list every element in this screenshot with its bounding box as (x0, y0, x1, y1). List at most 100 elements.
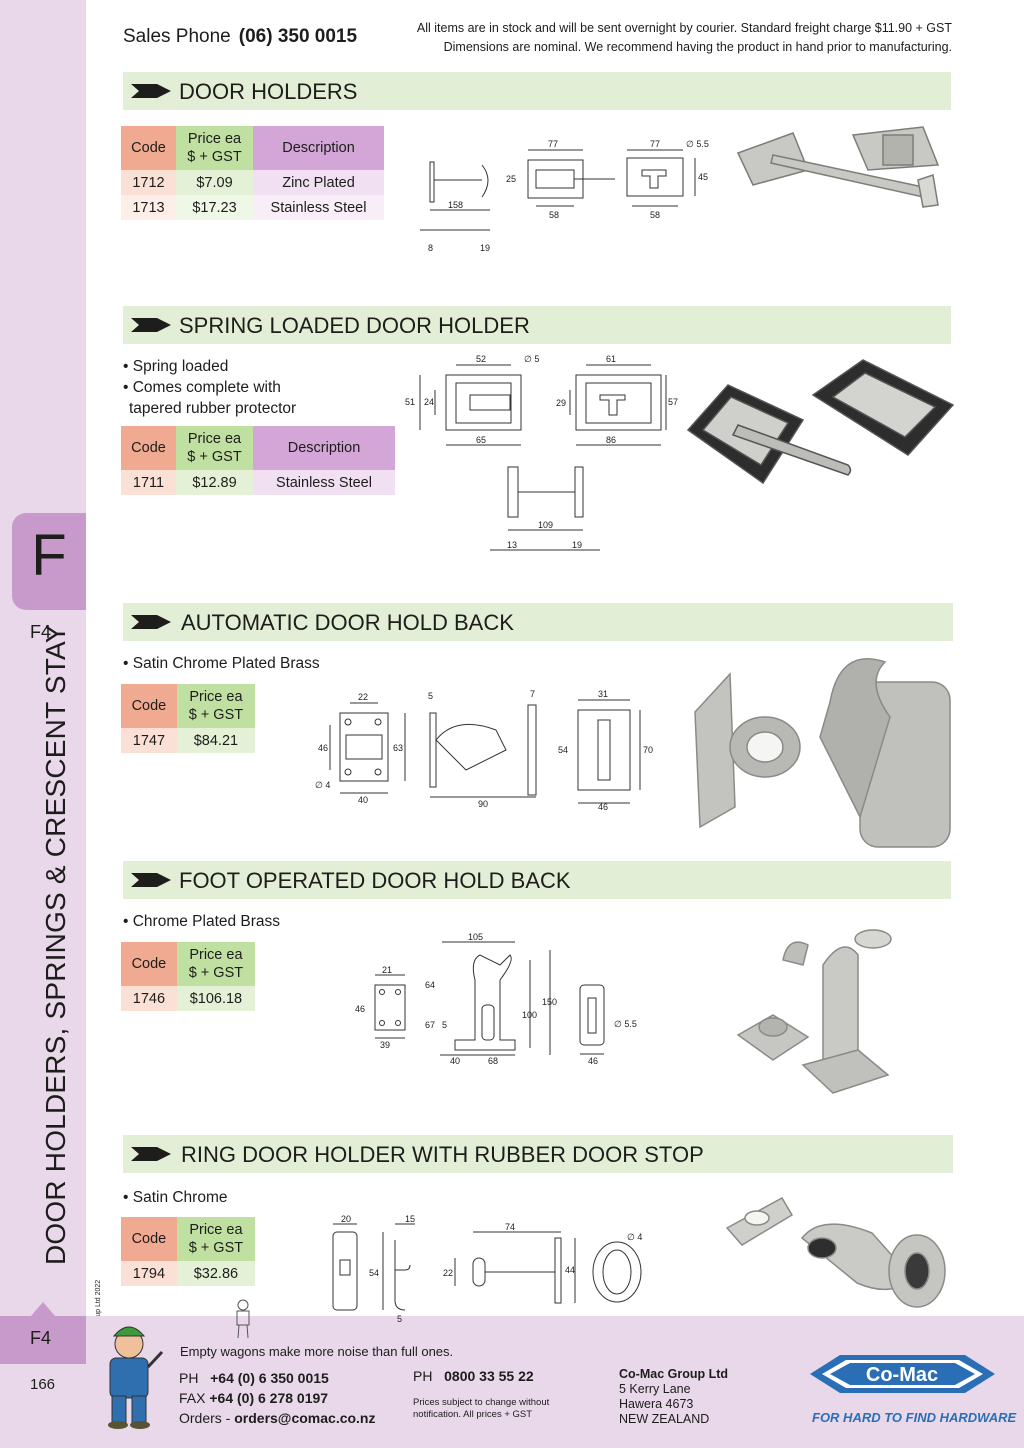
notice-line: All items are in stock and will be sent … (416, 21, 952, 35)
company-name: Co-Mac Group Ltd (619, 1367, 729, 1381)
company-address: Co-Mac Group Ltd 5 Kerry Lane Hawera 467… (619, 1367, 729, 1426)
ring-holder-dimension-drawing: 20 15 54 5 74 22 44 ∅ 4 (332, 1214, 642, 1324)
logo-text: Co-Mac (866, 1364, 938, 1386)
dim-label: 19 (572, 540, 582, 550)
dim-label: 8 (428, 243, 433, 253)
notice-line: Dimensions are nominal. We recommend hav… (443, 40, 952, 54)
col-description: Description (253, 426, 395, 470)
dim-label: 70 (643, 745, 653, 755)
col-price: Price ea$ + GST (176, 426, 253, 470)
dim-label: 46 (588, 1056, 598, 1066)
dim-label: 68 (488, 1056, 498, 1066)
dim-label: ∅ 4 (315, 780, 330, 790)
table-row: 1711 $12.89 Stainless Steel (121, 470, 395, 495)
price-table-foot-operated: Code Price ea$ + GST 1746 $106.18 (121, 942, 255, 1011)
col-price: Price ea$ + GST (176, 942, 255, 986)
arrow-icon (131, 615, 171, 629)
door-holder-dimension-drawing: 158 8 19 77 25 58 77 ∅ 5.5 45 58 (420, 139, 709, 253)
col-code: Code (121, 942, 177, 986)
dim-label: 109 (538, 520, 553, 530)
dim-label: 5 (442, 1020, 447, 1030)
dim-label: 158 (448, 200, 463, 210)
dim-label: 39 (380, 1040, 390, 1050)
dim-label: 58 (650, 210, 660, 220)
col-price: Price ea$ + GST (176, 126, 253, 170)
dim-label: 54 (369, 1268, 379, 1278)
dim-label: 40 (450, 1056, 460, 1066)
footer-section-code: F4 (30, 1328, 52, 1348)
dim-label: 44 (565, 1265, 575, 1275)
section-bar-spring-loaded: SPRING LOADED DOOR HOLDER (123, 306, 951, 344)
small-mascot-icon (236, 1299, 250, 1339)
spring-holder-product-photo (686, 359, 955, 485)
dim-label: 22 (358, 692, 368, 702)
bullet-item: • Satin Chrome Plated Brass (123, 655, 320, 672)
dim-label: 22 (443, 1268, 453, 1278)
price-table-spring-loaded: Code Price ea$ + GST Description 1711 $1… (121, 426, 395, 495)
bullet-item: • Satin Chrome (123, 1189, 228, 1206)
arrow-icon (131, 318, 171, 332)
arrow-icon (131, 84, 171, 98)
dim-label: 51 (405, 397, 415, 407)
dim-label: 61 (606, 354, 616, 364)
price-disclaimer: Prices subject to change without notific… (413, 1397, 550, 1420)
bullet-list: • Satin Chrome (123, 1187, 228, 1208)
table-row: 1712 $7.09 Zinc Plated (121, 170, 384, 195)
dim-label: 64 (425, 980, 435, 990)
dim-label: 46 (598, 802, 608, 812)
stock-notice: All items are in stock and will be sent … (417, 19, 952, 57)
section-bar-ring-holder: RING DOOR HOLDER WITH RUBBER DOOR STOP (123, 1135, 953, 1173)
col-description: Description (253, 126, 384, 170)
dim-label: 24 (424, 397, 434, 407)
dim-label: 7 (530, 689, 535, 699)
dim-label: 65 (476, 435, 486, 445)
dim-label: 57 (668, 397, 678, 407)
table-row: 1747 $84.21 (121, 728, 255, 753)
freephone-number[interactable]: 0800 33 55 22 (444, 1368, 534, 1384)
footer-tagline: Empty wagons make more noise than full o… (180, 1344, 454, 1359)
footer-contact: PH +64 (0) 6 350 0015 FAX +64 (0) 6 278 … (179, 1370, 376, 1426)
dim-label: 5 (397, 1314, 402, 1324)
automatic-product-photo (694, 658, 951, 848)
section-bar-foot-operated: FOOT OPERATED DOOR HOLD BACK (123, 861, 951, 899)
dim-label: 52 (476, 354, 486, 364)
sales-phone: Sales Phone (06) 350 0015 (123, 26, 357, 48)
dim-label: ∅ 4 (627, 1232, 642, 1242)
orders-email-link[interactable]: orders@comac.co.nz (234, 1410, 376, 1426)
sales-phone-label: Sales Phone (123, 26, 231, 47)
col-code: Code (121, 1217, 177, 1261)
dim-label: 46 (318, 743, 328, 753)
dim-label: ∅ 5.5 (614, 1019, 637, 1029)
dim-label: 20 (341, 1214, 351, 1224)
mascot-illustration (108, 1326, 164, 1429)
sidebar (0, 0, 86, 1448)
dim-label: 13 (507, 540, 517, 550)
arrow-icon (131, 873, 171, 887)
dim-label: 105 (468, 932, 483, 942)
dim-label: 150 (542, 997, 557, 1007)
dim-label: 21 (382, 965, 392, 975)
col-code: Code (121, 126, 176, 170)
bullet-item: • Spring loaded (123, 358, 229, 375)
col-code: Code (121, 426, 176, 470)
sales-phone-number[interactable]: (06) 350 0015 (238, 26, 358, 47)
dim-label: 45 (698, 172, 708, 182)
section-bar-door-holders: DOOR HOLDERS (123, 72, 951, 110)
col-price: Price ea$ + GST (176, 1217, 255, 1261)
col-code: Code (121, 684, 177, 728)
logo-slogan: FOR HARD TO FIND HARDWARE (812, 1410, 1017, 1425)
bullet-list: • Chrome Plated Brass (123, 911, 280, 932)
dim-label: 25 (506, 174, 516, 184)
table-row: 1713 $17.23 Stainless Steel (121, 195, 384, 220)
dim-label: ∅ 5 (524, 354, 539, 364)
dim-label: 77 (650, 139, 660, 149)
page-number: 166 (30, 1376, 56, 1393)
automatic-dimension-drawing: 22 46 63 ∅ 4 40 5 7 90 31 54 70 46 (315, 689, 653, 812)
dim-label: 15 (405, 1214, 415, 1224)
phone-number[interactable]: +64 (0) 6 350 0015 (210, 1370, 329, 1386)
dim-label: 19 (480, 243, 490, 253)
ring-holder-product-photo (725, 1196, 946, 1308)
table-row: 1746 $106.18 (121, 986, 255, 1011)
dim-label: 74 (505, 1222, 515, 1232)
comac-logo: Co-Mac (810, 1355, 995, 1393)
